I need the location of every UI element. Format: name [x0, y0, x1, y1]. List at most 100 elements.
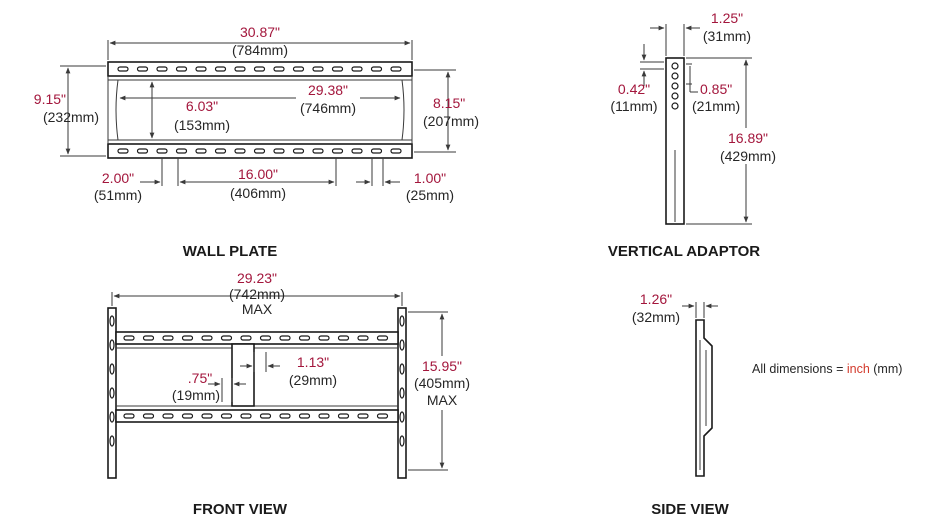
wp-bottom-slot — [390, 148, 402, 154]
fv-height-note: MAX — [427, 392, 458, 408]
fv-height-label-bg — [410, 356, 478, 410]
wp-spacing-inch: 16.00" — [238, 166, 278, 182]
fv-bottom-slot — [201, 413, 213, 419]
sv-depth-inch: 1.26" — [640, 291, 672, 307]
fv-right-arm-hole — [399, 387, 405, 399]
va-pitch-inch: 0.85" — [700, 81, 732, 97]
wp-span-inch: 29.38" — [308, 82, 348, 98]
adaptor-hole — [671, 72, 679, 80]
fv-bottom-slot — [337, 413, 350, 419]
fv-right-arm-hole — [399, 435, 405, 447]
units-legend-prefix: All dimensions = — [752, 362, 847, 376]
fv-top-slot — [279, 335, 291, 341]
wp-spacing-mm: (406mm) — [230, 185, 286, 201]
fv-top-slot — [240, 335, 252, 341]
adaptor-bar — [665, 57, 685, 225]
wp-top-slot — [390, 66, 402, 72]
fv-left-arm-hole — [109, 411, 115, 423]
wall-plate-body-curves — [115, 79, 405, 141]
fv-right-arm-hole — [399, 363, 405, 375]
adaptor-hole — [671, 92, 679, 100]
wp-bottom-slot — [234, 148, 246, 154]
fv-center-block — [231, 343, 255, 407]
fv-top-slot — [337, 335, 350, 341]
wp-width-mm: (784mm) — [232, 42, 288, 58]
wp-bottom-slot — [312, 148, 324, 154]
fv-bottom-slot — [318, 413, 330, 419]
va-length-label-bg — [716, 128, 780, 164]
fv-bottom-rail — [115, 409, 399, 423]
units-legend-suffix: (mm) — [870, 362, 903, 376]
vertical-adaptor-drawing: 1.25" (31mm) 0.42" (11mm) 0.85" (21mm) 1… — [608, 10, 780, 260]
wp-bottom-slot — [370, 148, 383, 154]
fv-bottom-slot — [357, 413, 369, 419]
wp-top-slot — [175, 66, 188, 72]
wp-bottom-slot — [351, 148, 363, 154]
wp-edge-inch: 2.00" — [102, 170, 134, 186]
wp-right-mm: (207mm) — [423, 113, 479, 129]
va-width-inch: 1.25" — [711, 10, 743, 26]
fv-left-arm-hole — [109, 363, 115, 375]
va-length-inch: 16.89" — [728, 130, 768, 146]
fv-top-slot — [201, 335, 213, 341]
fv-bottom-slot — [142, 413, 155, 419]
wp-top-slot — [156, 66, 168, 72]
wp-bottom-slot — [214, 148, 227, 154]
wp-slot-mm: (25mm) — [406, 187, 454, 203]
units-legend-highlight: inch — [847, 362, 870, 376]
wp-right-inch: 8.15" — [433, 95, 465, 111]
fv-top-slot — [357, 335, 369, 341]
wp-edge-mm: (51mm) — [94, 187, 142, 203]
fv-left-arm-hole — [109, 387, 115, 399]
wp-span-mm: (746mm) — [300, 100, 356, 116]
adaptor-holes — [671, 62, 679, 110]
wp-bottom-slot — [156, 148, 168, 154]
fv-bottom-slot — [123, 413, 135, 419]
fv-arm-holes — [109, 315, 405, 447]
vertical-adaptor-title: VERTICAL ADAPTOR — [608, 243, 760, 260]
adaptor-hole — [671, 82, 679, 90]
fv-bottom-slot — [220, 413, 233, 419]
fv-bottom-slot — [240, 413, 252, 419]
fv-bottom-slot — [376, 413, 389, 419]
fv-right-arm-hole — [399, 315, 405, 327]
fv-rail-slots — [123, 335, 389, 419]
wall-plate-title: WALL PLATE — [183, 243, 277, 260]
fv-b-inch: .75" — [188, 370, 212, 386]
wp-top-slot — [351, 66, 363, 72]
wp-inner-mm: (153mm) — [174, 117, 230, 133]
wp-span-label-bg — [296, 82, 360, 116]
fv-right-arm — [397, 307, 407, 479]
wp-top-slot — [273, 66, 285, 72]
front-view-title: FRONT VIEW — [193, 501, 288, 518]
fv-left-arm — [107, 307, 117, 479]
wp-bottom-slot — [292, 148, 305, 154]
wp-top-slot — [136, 66, 149, 72]
wp-top-slot — [214, 66, 227, 72]
wp-top-slot — [117, 66, 129, 72]
wp-top-slot — [370, 66, 383, 72]
fv-top-slot — [318, 335, 330, 341]
fv-height-mm: (405mm) — [414, 375, 470, 391]
fv-top-slot — [298, 335, 311, 341]
wp-bottom-slot — [253, 148, 266, 154]
wp-slot-inch: 1.00" — [414, 170, 446, 186]
fv-bottom-slot — [181, 413, 194, 419]
fv-top-rail — [115, 331, 399, 345]
side-view-drawing: 1.26" (32mm) SIDE VIEW — [632, 291, 730, 518]
wp-top-slot — [331, 66, 344, 72]
wp-bottom-slot — [175, 148, 188, 154]
fv-width-mm: (742mm) — [229, 286, 285, 302]
wp-top-slot — [195, 66, 207, 72]
fv-bottom-slot — [298, 413, 311, 419]
fv-a-inch: 1.13" — [297, 354, 329, 370]
va-length-mm: (429mm) — [720, 148, 776, 164]
fv-top-slot — [162, 335, 174, 341]
wp-top-slot — [253, 66, 266, 72]
fv-top-slot — [220, 335, 233, 341]
fv-right-arm-hole — [399, 411, 405, 423]
units-legend: All dimensions = inch (mm) — [752, 362, 902, 376]
adaptor-hole — [671, 62, 679, 70]
